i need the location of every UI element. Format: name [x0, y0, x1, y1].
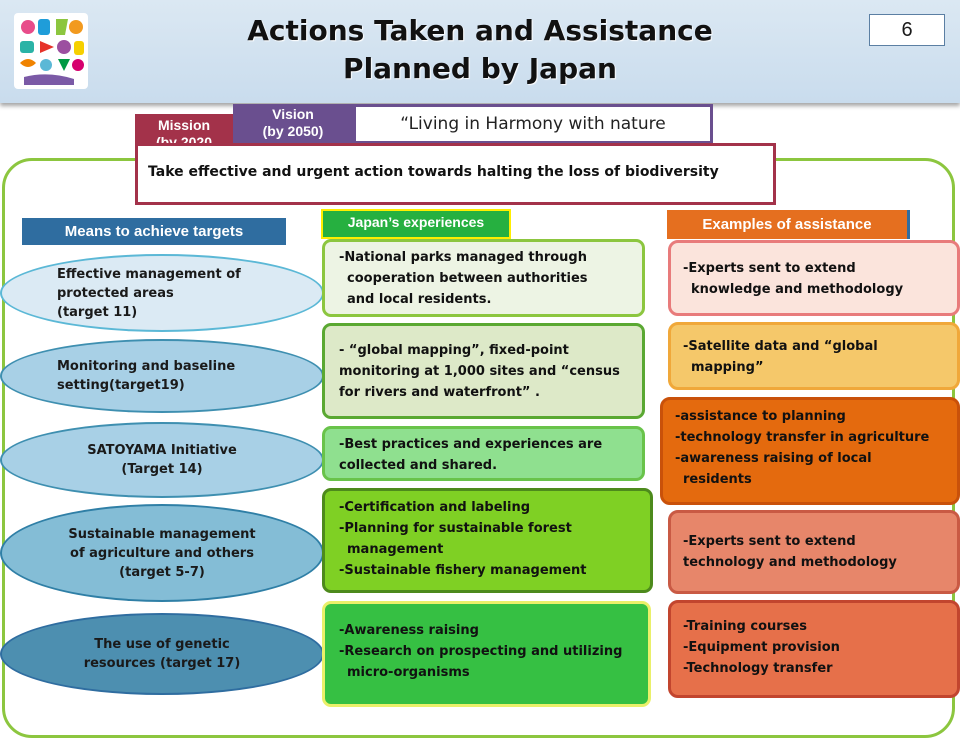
- japan-experience-4: -Certification and labeling -Planning fo…: [322, 488, 653, 593]
- means-column-header: Means to achieve targets: [22, 218, 286, 245]
- means-line: (Target 14): [121, 462, 203, 477]
- experience-line: -Best practices and experiences are: [339, 437, 603, 452]
- means-item-protected-areas: Effective management of protected areas …: [0, 254, 324, 332]
- assistance-line: -Satellite data and “global: [683, 339, 878, 354]
- assistance-line: -awareness raising of local: [675, 451, 872, 466]
- vision-statement: “Living in Harmony with nature: [353, 104, 713, 144]
- assistance-line: residents: [683, 472, 752, 487]
- means-item-sustainable-agriculture: Sustainable management of agriculture an…: [0, 504, 324, 602]
- japan-experience-1: -National parks managed through cooperat…: [322, 239, 645, 317]
- means-item-genetic-resources: The use of genetic resources (target 17): [0, 613, 324, 695]
- vision-tag-line-1: Vision: [272, 106, 314, 122]
- experience-line: -Awareness raising: [339, 623, 479, 638]
- experience-line: - “global mapping”, fixed-point: [339, 343, 569, 358]
- means-line: protected areas: [57, 285, 174, 301]
- page-title: Actions Taken and Assistance Planned by …: [120, 12, 840, 88]
- japan-experience-5: -Awareness raising -Research on prospect…: [322, 601, 651, 707]
- experience-line: micro-organisms: [347, 665, 470, 680]
- japan-experience-3: -Best practices and experiences are coll…: [322, 426, 645, 481]
- experience-line: -Research on prospecting and utilizing: [339, 644, 623, 659]
- means-line: Effective management of: [57, 266, 241, 282]
- assistance-example-2: -Satellite data and “global mapping”: [668, 322, 960, 390]
- means-line: of agriculture and others: [70, 545, 254, 561]
- assistance-line: -Experts sent to extend: [683, 534, 856, 549]
- assistance-example-3: -assistance to planning -technology tran…: [660, 397, 960, 505]
- means-item-monitoring: Monitoring and baseline setting(target19…: [0, 339, 324, 413]
- means-line: setting(target19): [57, 378, 185, 393]
- assistance-line: technology and methodology: [683, 555, 897, 570]
- experience-line: and local residents.: [347, 292, 492, 307]
- page-number: 6: [869, 14, 945, 46]
- experience-line: monitoring at 1,000 sites and “census: [339, 364, 620, 379]
- assistance-example-4: -Experts sent to extend technology and m…: [668, 510, 960, 594]
- means-line: Monitoring and baseline: [57, 359, 236, 374]
- means-line: resources (target 17): [83, 656, 241, 671]
- experience-line: -Certification and labeling: [339, 500, 531, 515]
- experience-line: for rivers and waterfront” .: [339, 385, 540, 400]
- japan-column-header: Japan’s experiences: [321, 209, 511, 239]
- assistance-line: -Training courses: [683, 619, 807, 634]
- vision-tag-line-2: (by 2050): [262, 123, 324, 139]
- assistance-example-5: -Training courses -Equipment provision -…: [668, 600, 960, 698]
- title-line-1: Actions Taken and Assistance: [247, 14, 713, 47]
- assistance-line: knowledge and methodology: [691, 282, 904, 297]
- assistance-example-1: -Experts sent to extend knowledge and me…: [668, 240, 960, 316]
- experience-line: -Planning for sustainable forest: [339, 521, 572, 536]
- assistance-line: -Technology transfer: [683, 661, 833, 676]
- title-banner: [0, 0, 960, 103]
- means-line: (target 11): [57, 304, 138, 320]
- assistance-line: mapping”: [691, 360, 764, 375]
- assistance-line: -Experts sent to extend: [683, 261, 856, 276]
- assistance-line: -assistance to planning: [675, 409, 846, 424]
- experience-line: cooperation between authorities: [347, 271, 588, 286]
- experience-line: collected and shared.: [339, 458, 498, 473]
- experience-line: -Sustainable fishery management: [339, 563, 587, 578]
- assistance-line: -Equipment provision: [683, 640, 840, 655]
- biodiversity-logo-icon: [14, 13, 88, 89]
- japan-experience-2: - “global mapping”, fixed-point monitori…: [322, 323, 645, 419]
- means-item-satoyama: SATOYAMA Initiative (Target 14): [0, 422, 324, 498]
- mission-statement: Take effective and urgent action towards…: [135, 143, 776, 205]
- means-line: Sustainable management: [68, 526, 256, 542]
- assistance-line: -technology transfer in agriculture: [675, 430, 930, 445]
- mission-tag-line-1: Mission: [157, 117, 211, 133]
- means-line: (target 5-7): [119, 564, 205, 580]
- title-line-2: Planned by Japan: [343, 52, 617, 85]
- vision-tag: Vision (by 2050): [233, 104, 353, 144]
- experience-line: -National parks managed through: [339, 250, 587, 265]
- experience-line: management: [347, 542, 444, 557]
- means-line: The use of genetic: [94, 637, 230, 652]
- assistance-column-header: Examples of assistance: [667, 210, 910, 239]
- means-line: SATOYAMA Initiative: [87, 443, 237, 458]
